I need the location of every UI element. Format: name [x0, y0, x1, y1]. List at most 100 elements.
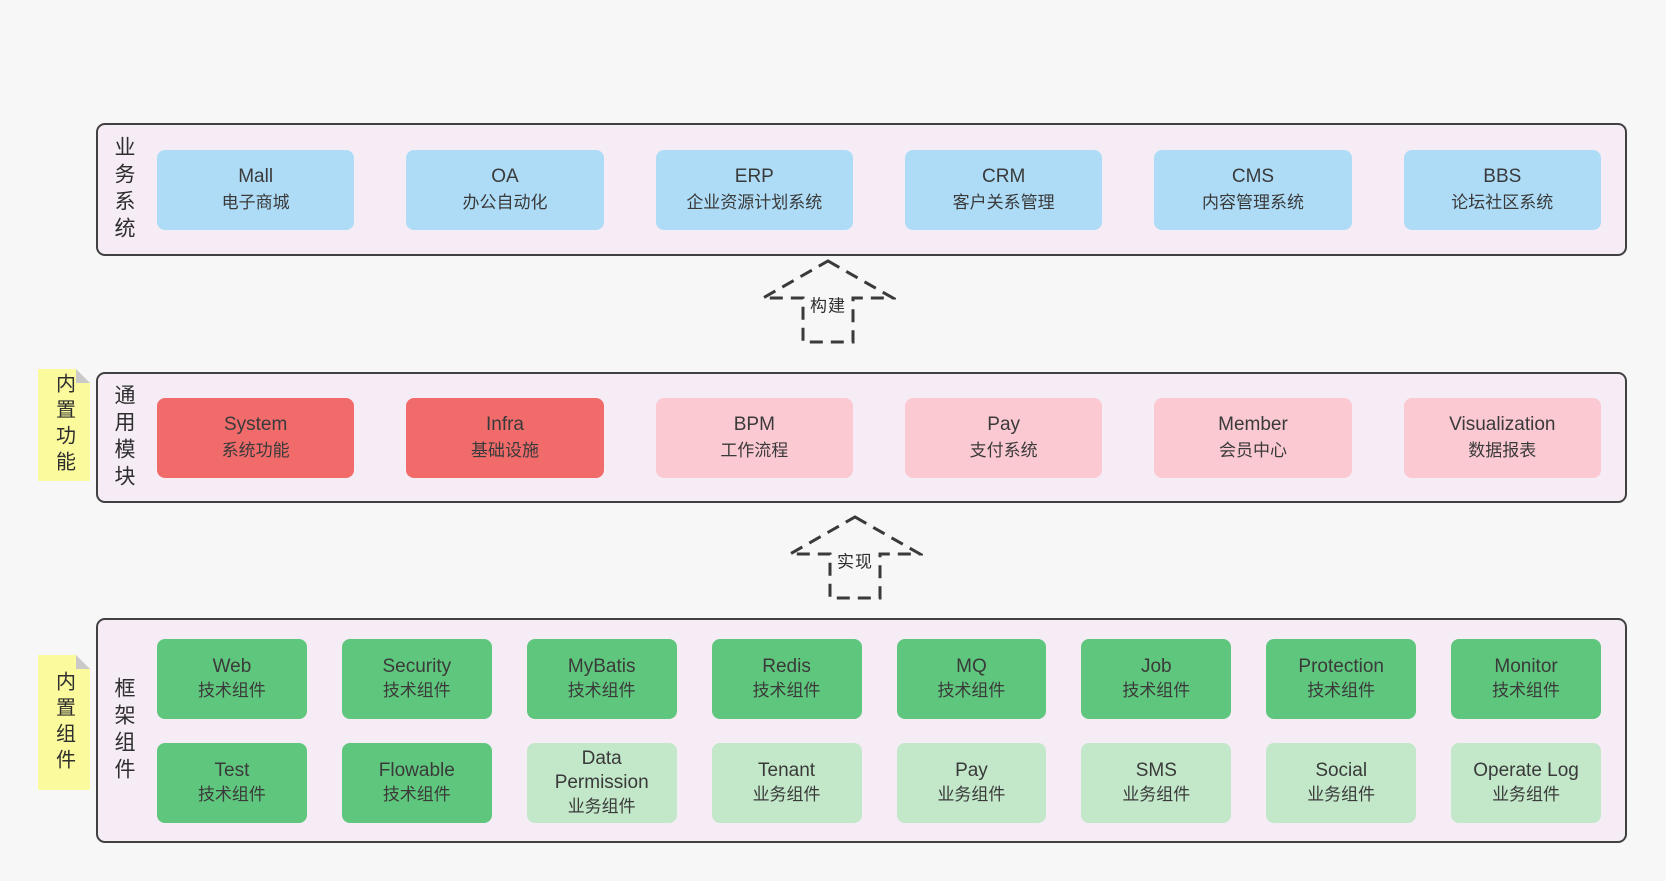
card-subtitle: 技术组件: [937, 680, 1006, 700]
card-mall: Mall 电子商城: [157, 149, 355, 230]
card-subtitle: 客户关系管理: [952, 192, 1055, 212]
card-test: Test 技术组件: [157, 742, 307, 823]
arrow-up-implement: 实现: [784, 514, 926, 602]
card-social: Social 业务组件: [1266, 742, 1417, 823]
card-title: Data Permission: [554, 747, 649, 794]
card-cms: CMS 内容管理系统: [1154, 149, 1352, 230]
card-operate-log: Operate Log 业务组件: [1451, 742, 1601, 823]
card-title: CRM: [982, 165, 1026, 187]
card-title: CMS: [1231, 165, 1275, 187]
sticky-note-background: [38, 369, 90, 481]
card-title: System: [223, 413, 288, 435]
card-flowable: Flowable 技术组件: [341, 742, 492, 823]
card-title: Job: [1140, 656, 1172, 678]
card-subtitle: 业务组件: [1492, 784, 1561, 804]
card-subtitle: 业务组件: [1122, 784, 1191, 804]
sticky-note-builtin-components: 内置组件: [38, 655, 90, 790]
card-title: SMS: [1135, 760, 1177, 782]
card-title: Pay: [955, 760, 988, 782]
card-subtitle: 基础设施: [470, 440, 539, 460]
card-title: BBS: [1483, 165, 1522, 187]
framework-row-1: Web 技术组件 Security 技术组件 MyBatis 技术组件 Redi…: [157, 638, 1601, 719]
framework-components-label: 框架组件: [112, 676, 135, 785]
card-title: Member: [1218, 413, 1288, 435]
arrow-up-build: 构建: [757, 258, 899, 346]
card-subtitle: 办公自动化: [462, 192, 548, 212]
card-mq: MQ 技术组件: [896, 638, 1047, 719]
card-pay: Pay 支付系统: [904, 397, 1103, 478]
card-subtitle: 工作流程: [720, 440, 789, 460]
card-subtitle: 企业资源计划系统: [686, 192, 823, 212]
card-data-permission: Data Permission 业务组件: [526, 742, 677, 823]
card-title: Social: [1315, 760, 1368, 782]
card-title: Test: [214, 760, 250, 782]
card-subtitle: 内容管理系统: [1201, 192, 1304, 212]
business-systems-cards: Mall 电子商城 OA 办公自动化 ERP 企业资源计划系统 CRM 客户关系…: [157, 125, 1601, 254]
card-pay-component: Pay 业务组件: [896, 742, 1047, 823]
card-subtitle: 技术组件: [1307, 680, 1376, 700]
card-title: Operate Log: [1473, 760, 1579, 782]
card-subtitle: 技术组件: [197, 784, 266, 804]
card-subtitle: 技术组件: [197, 680, 266, 700]
card-title: Infra: [485, 413, 524, 435]
card-mybatis: MyBatis 技术组件: [526, 638, 677, 719]
arrow-implement-label: 实现: [834, 545, 876, 575]
card-title: Web: [212, 656, 252, 678]
card-subtitle: 系统功能: [221, 440, 290, 460]
common-modules-panel: 通用模块 System 系统功能 Infra 基础设施 BPM 工作流程 Pay…: [96, 372, 1627, 503]
card-crm: CRM 客户关系管理: [904, 149, 1103, 230]
card-title: Security: [382, 656, 452, 678]
card-member: Member 会员中心: [1154, 397, 1352, 478]
card-subtitle: 论坛社区系统: [1451, 192, 1554, 212]
sticky-note-builtin-features: 内置功能: [38, 369, 90, 481]
card-subtitle: 业务组件: [1307, 784, 1376, 804]
folded-corner-icon: [76, 655, 90, 669]
card-subtitle: 技术组件: [567, 680, 636, 700]
business-systems-panel: 业务系统 Mall 电子商城 OA 办公自动化 ERP 企业资源计划系统 CRM…: [96, 123, 1627, 256]
card-subtitle: 数据报表: [1468, 440, 1537, 460]
common-modules-cards: System 系统功能 Infra 基础设施 BPM 工作流程 Pay 支付系统…: [157, 374, 1601, 501]
card-subtitle: 技术组件: [382, 784, 451, 804]
card-web: Web 技术组件: [157, 638, 307, 719]
card-subtitle: 业务组件: [567, 797, 636, 817]
card-oa: OA 办公自动化: [406, 149, 604, 230]
card-subtitle: 业务组件: [937, 784, 1006, 804]
card-subtitle: 技术组件: [382, 680, 451, 700]
card-infra: Infra 基础设施: [406, 397, 604, 478]
card-title: Visualization: [1449, 413, 1556, 435]
sticky-note-label: 内置组件: [52, 670, 75, 775]
framework-components-panel: 框架组件 Web 技术组件 Security 技术组件 MyBatis 技术组件…: [96, 618, 1627, 843]
card-security: Security 技术组件: [341, 638, 492, 719]
card-protection: Protection 技术组件: [1266, 638, 1417, 719]
card-system: System 系统功能: [157, 397, 355, 478]
card-title: Redis: [762, 656, 811, 678]
card-subtitle: 支付系统: [969, 440, 1038, 460]
card-title: Protection: [1298, 656, 1384, 678]
card-visualization: Visualization 数据报表: [1403, 397, 1601, 478]
card-title: OA: [491, 165, 519, 187]
card-job: Job 技术组件: [1081, 638, 1232, 719]
card-bbs: BBS 论坛社区系统: [1403, 149, 1601, 230]
card-redis: Redis 技术组件: [711, 638, 862, 719]
card-title: MQ: [956, 656, 987, 678]
card-tenant: Tenant 业务组件: [711, 742, 862, 823]
business-systems-label: 业务系统: [112, 135, 135, 244]
card-title: ERP: [734, 165, 774, 187]
card-title: Mall: [238, 165, 274, 187]
card-erp: ERP 企业资源计划系统: [655, 149, 853, 230]
common-modules-label: 通用模块: [112, 383, 135, 492]
card-title: MyBatis: [567, 656, 636, 678]
card-sms: SMS 业务组件: [1081, 742, 1232, 823]
sticky-note-label: 内置功能: [52, 373, 75, 477]
card-subtitle: 技术组件: [752, 680, 821, 700]
card-subtitle: 技术组件: [1122, 680, 1191, 700]
card-title: Tenant: [758, 760, 816, 782]
card-title: Flowable: [378, 760, 455, 782]
card-title: Pay: [987, 413, 1021, 435]
arrow-build-label: 构建: [807, 289, 849, 319]
card-subtitle: 业务组件: [752, 784, 821, 804]
card-bpm: BPM 工作流程: [655, 397, 853, 478]
card-subtitle: 电子商城: [221, 192, 290, 212]
card-subtitle: 技术组件: [1492, 680, 1561, 700]
sticky-note-background: [38, 655, 90, 790]
